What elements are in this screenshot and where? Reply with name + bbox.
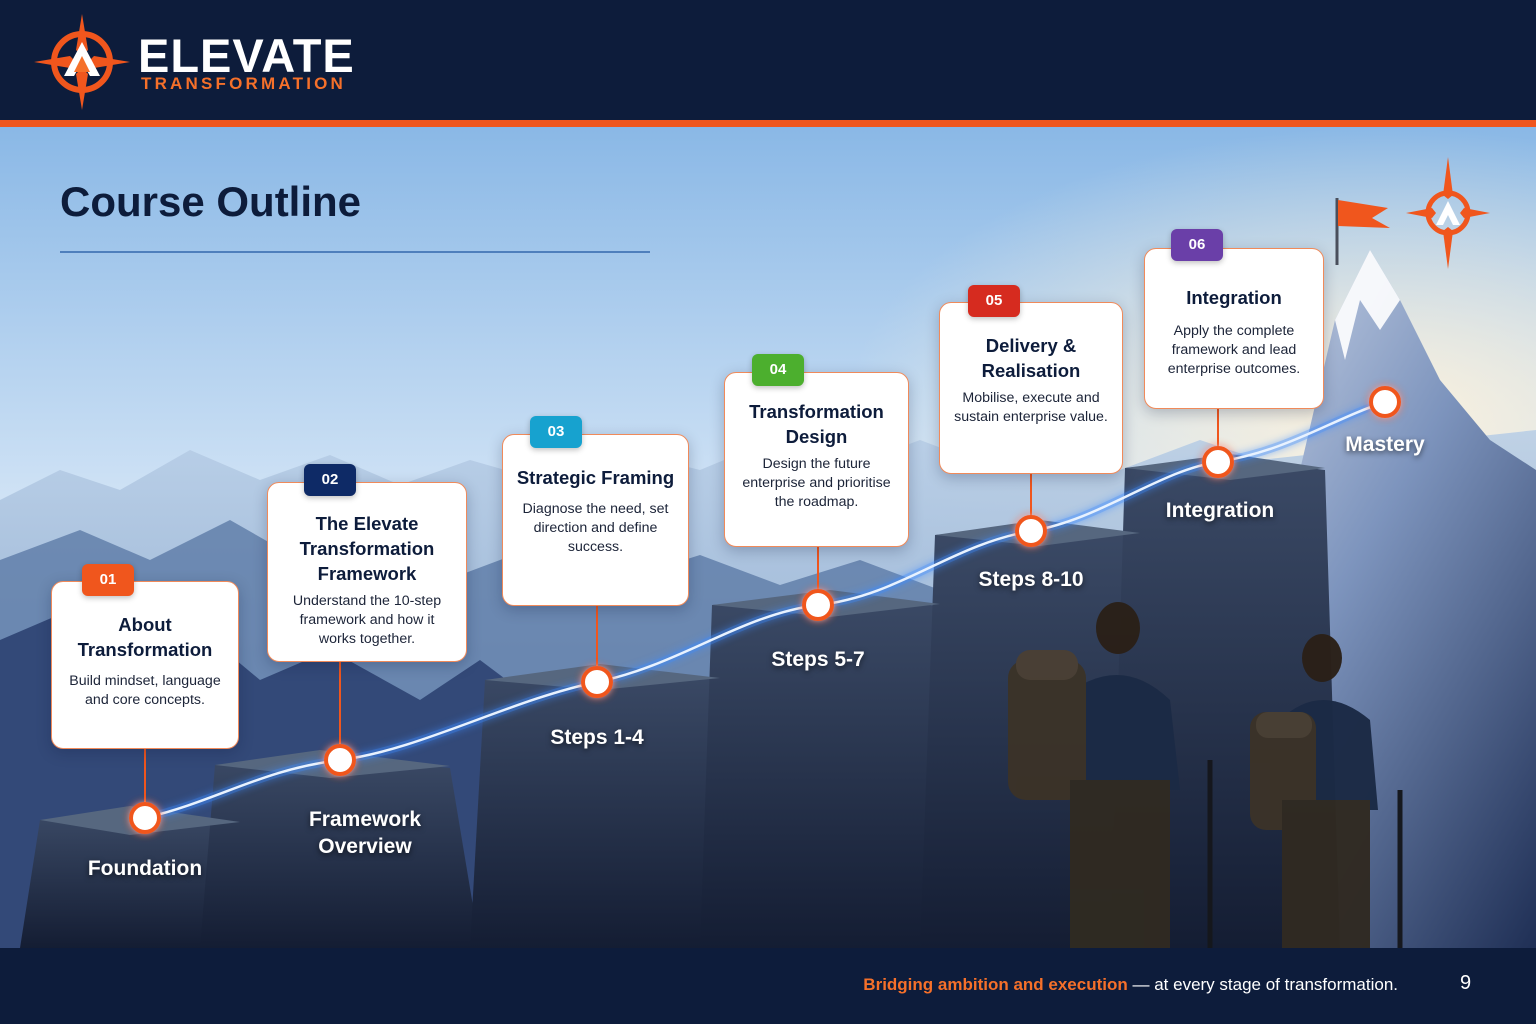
stage-label-framework-overview: Framework Overview	[308, 808, 422, 858]
module-description: Design the future enterprise and priorit…	[742, 456, 891, 510]
module-description: Build mindset, language and core concept…	[69, 673, 221, 708]
summit-flag-icon	[1335, 198, 1390, 265]
tagline-highlight: Bridging ambition and execution	[863, 975, 1128, 994]
stage-label-steps-5-7: Steps 5-7	[771, 648, 865, 671]
module-description: Understand the 10-step framework and how…	[292, 593, 442, 647]
module-card-03: Strategic Framing Diagnose the need, set…	[502, 434, 689, 606]
brand-name: ELEVATE	[138, 29, 355, 82]
module-description: Apply the complete framework and lead en…	[1167, 323, 1301, 377]
module-badge-06: 06	[1171, 229, 1223, 261]
header-accent-bar	[0, 120, 1536, 127]
compass-logo-icon	[34, 14, 130, 110]
footer	[0, 948, 1536, 1024]
stage-label-integration: Integration	[1165, 499, 1275, 522]
stage-label-foundation: Foundation	[87, 857, 203, 880]
hiker-right	[1250, 634, 1403, 948]
module-card-02: The Elevate Transformation Framework Und…	[267, 482, 467, 662]
module-title: About Transformation	[77, 614, 213, 660]
stage-label-mastery: Mastery	[1345, 433, 1425, 456]
stage-label-steps-1-4: Steps 1-4	[550, 726, 644, 749]
module-title: Integration	[1186, 287, 1282, 308]
tagline-rest: — at every stage of transformation.	[1127, 975, 1398, 994]
module-badge-01: 01	[82, 564, 134, 596]
module-description: Diagnose the need, set direction and def…	[522, 501, 669, 555]
module-badge-02: 02	[304, 464, 356, 496]
hiker-left	[1008, 602, 1213, 948]
module-badge-03: 03	[530, 416, 582, 448]
module-badge-05: 05	[968, 285, 1020, 317]
footer-tagline: Bridging ambition and execution — at eve…	[863, 975, 1398, 995]
module-description: Mobilise, execute and sustain enterprise…	[954, 390, 1108, 425]
module-title: Delivery & Realisation	[981, 335, 1081, 381]
module-title: Transformation Design	[749, 401, 884, 447]
module-card-04: Transformation Design Design the future …	[724, 372, 909, 547]
module-card-01: About Transformation Build mindset, lang…	[51, 581, 239, 749]
title-divider	[60, 251, 650, 253]
header: ELEVATE TRANSFORMATION	[0, 0, 1536, 120]
module-badge-04: 04	[752, 354, 804, 386]
compass-small-icon	[1406, 157, 1490, 269]
slide-title: Course Outline	[60, 178, 362, 225]
module-card-06: Integration Apply the complete framework…	[1144, 248, 1324, 409]
module-title: Strategic Framing	[516, 467, 675, 488]
brand-subtitle: TRANSFORMATION	[141, 74, 347, 93]
module-title: The Elevate Transformation Framework	[299, 513, 435, 584]
module-card-05: Delivery & Realisation Mobilise, execute…	[939, 302, 1123, 474]
stage-label-steps-8-10: Steps 8-10	[978, 568, 1084, 591]
page-number: 9	[1460, 972, 1472, 994]
